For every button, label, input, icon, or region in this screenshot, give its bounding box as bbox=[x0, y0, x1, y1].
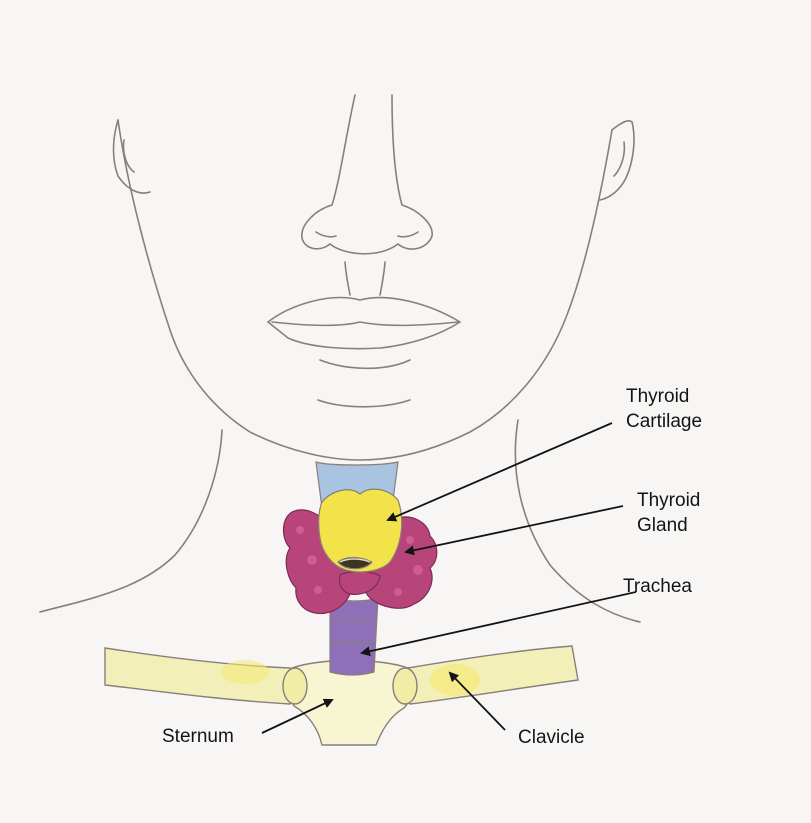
nose bbox=[302, 95, 432, 254]
thyroid-cartilage-label-line-1: Thyroid bbox=[626, 384, 702, 409]
right-ear bbox=[600, 121, 634, 200]
thyroid-gland-label: Thyroid Gland bbox=[637, 488, 700, 538]
thyroid-gland-label-line-1: Thyroid bbox=[637, 488, 700, 513]
thyroid-gland-label-line-2: Gland bbox=[637, 513, 700, 538]
face-outline bbox=[114, 95, 635, 460]
clavicle-label-text: Clavicle bbox=[518, 725, 585, 750]
thyroid-cartilage-label-line-2: Cartilage bbox=[626, 409, 702, 434]
left-clavicle bbox=[105, 648, 298, 704]
trachea-label: Trachea bbox=[623, 574, 692, 599]
leader-thyroid-gland bbox=[406, 506, 623, 552]
thyroid-cartilage-label: Thyroid Cartilage bbox=[626, 384, 702, 434]
sternum-label: Sternum bbox=[162, 724, 234, 749]
trachea-lower bbox=[330, 598, 378, 675]
leader-thyroid-cartilage bbox=[388, 423, 612, 520]
clavicle-label: Clavicle bbox=[518, 725, 585, 750]
thyroid-cartilage-shape bbox=[319, 489, 402, 572]
right-clavicle bbox=[404, 646, 578, 704]
trachea-label-text: Trachea bbox=[623, 574, 692, 599]
sternum-label-text: Sternum bbox=[162, 724, 234, 749]
